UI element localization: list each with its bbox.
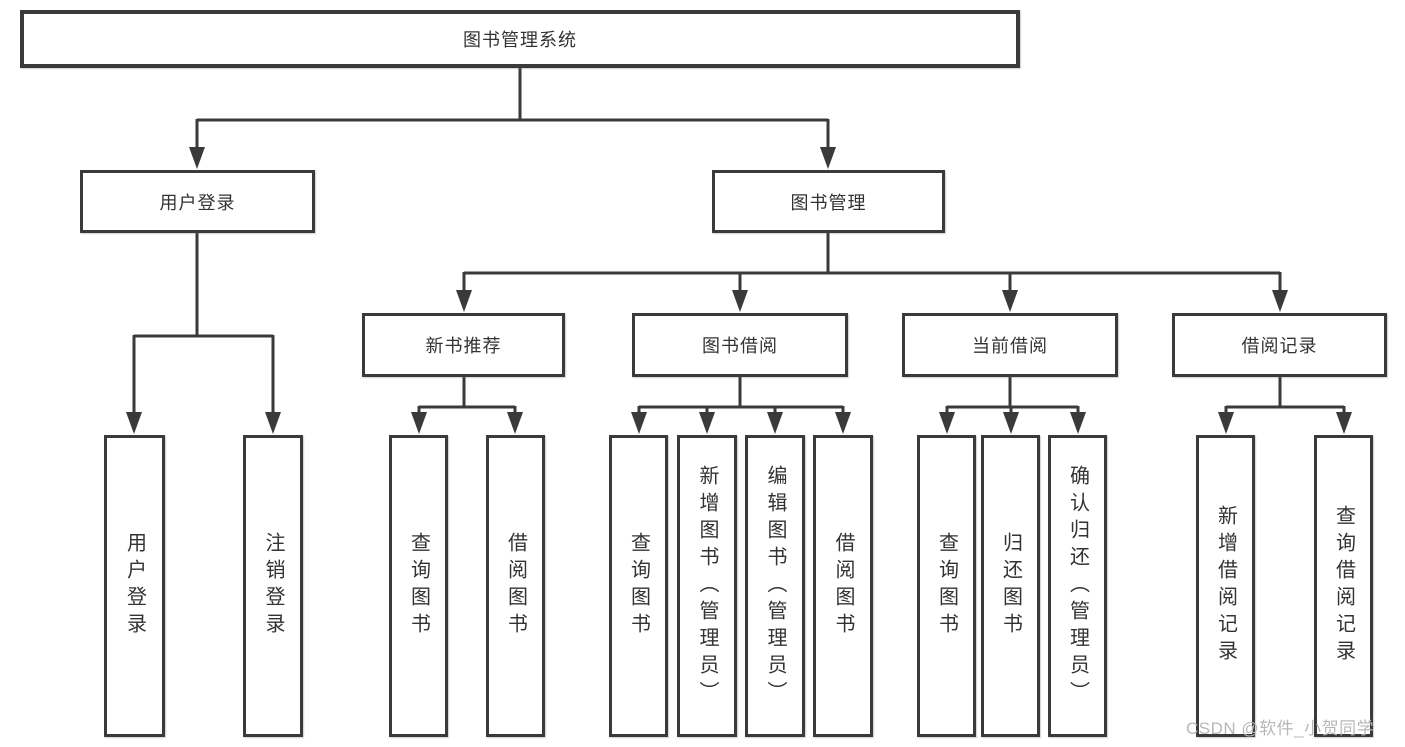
- leaf-query-books-recommend: 查询图书: [389, 435, 448, 737]
- node-library-management-system: 图书管理系统: [20, 10, 1020, 68]
- connector-book-management-to-level2: [456, 231, 1288, 312]
- leaf-label: 借阅图书: [504, 532, 527, 640]
- leaf-borrow-books-recommend: 借阅图书: [486, 435, 545, 737]
- node-label: 用户登录: [159, 192, 236, 213]
- node-borrow-records: 借阅记录: [1172, 313, 1387, 377]
- node-book-management: 图书管理: [712, 170, 945, 233]
- node-label: 图书管理系统: [463, 30, 577, 50]
- connector-book-borrow-to-leaves: [631, 375, 851, 434]
- node-book-borrow: 图书借阅: [632, 313, 848, 377]
- leaf-logout: 注销登录: [243, 435, 303, 737]
- connector-user-login-to-leaves: [126, 231, 281, 434]
- leaf-label: 查询借阅记录: [1332, 505, 1355, 667]
- leaf-label: 查询图书: [407, 532, 430, 640]
- leaf-label: 借阅图书: [832, 532, 854, 640]
- leaf-query-borrow-record: 查询借阅记录: [1314, 435, 1373, 737]
- leaf-confirm-return-admin: 确认归还（管理员）: [1048, 435, 1107, 737]
- node-user-login: 用户登录: [80, 170, 315, 233]
- leaf-add-borrow-record: 新增借阅记录: [1196, 435, 1255, 737]
- leaf-query-books-current: 查询图书: [917, 435, 976, 737]
- leaf-label: 归还图书: [999, 532, 1022, 640]
- leaf-return-books: 归还图书: [981, 435, 1040, 737]
- leaf-add-books-admin: 新增图书（管理员）: [677, 435, 737, 737]
- leaf-borrow-books: 借阅图书: [813, 435, 873, 737]
- leaf-user-login: 用户登录: [104, 435, 165, 737]
- leaf-label: 查询图书: [935, 532, 958, 640]
- node-new-book-recommend: 新书推荐: [362, 313, 565, 377]
- leaf-label: 查询图书: [627, 532, 650, 640]
- leaf-label: 注销登录: [262, 532, 284, 640]
- leaf-label: 新增借阅记录: [1214, 505, 1237, 667]
- node-label: 新书推荐: [425, 336, 502, 356]
- leaf-label: 确认归还（管理员）: [1066, 464, 1089, 708]
- leaf-label: 用户登录: [123, 532, 146, 640]
- node-label: 借阅记录: [1241, 336, 1318, 356]
- csdn-watermark: CSDN @软件_小贺同学: [1186, 719, 1375, 738]
- node-label: 当前借阅: [972, 336, 1048, 356]
- connector-root-to-level1: [189, 66, 836, 169]
- node-label: 图书管理: [790, 192, 867, 213]
- node-label: 图书借阅: [702, 336, 778, 356]
- leaf-query-books-borrow: 查询图书: [609, 435, 668, 737]
- leaf-label: 新增图书（管理员）: [696, 464, 718, 708]
- connector-current-borrow-to-leaves: [939, 375, 1086, 434]
- leaf-edit-books-admin: 编辑图书（管理员）: [745, 435, 805, 737]
- connector-new-book-to-leaves: [411, 375, 523, 434]
- leaf-label: 编辑图书（管理员）: [764, 464, 786, 708]
- connector-borrow-records-to-leaves: [1218, 375, 1352, 434]
- node-current-borrow: 当前借阅: [902, 313, 1118, 377]
